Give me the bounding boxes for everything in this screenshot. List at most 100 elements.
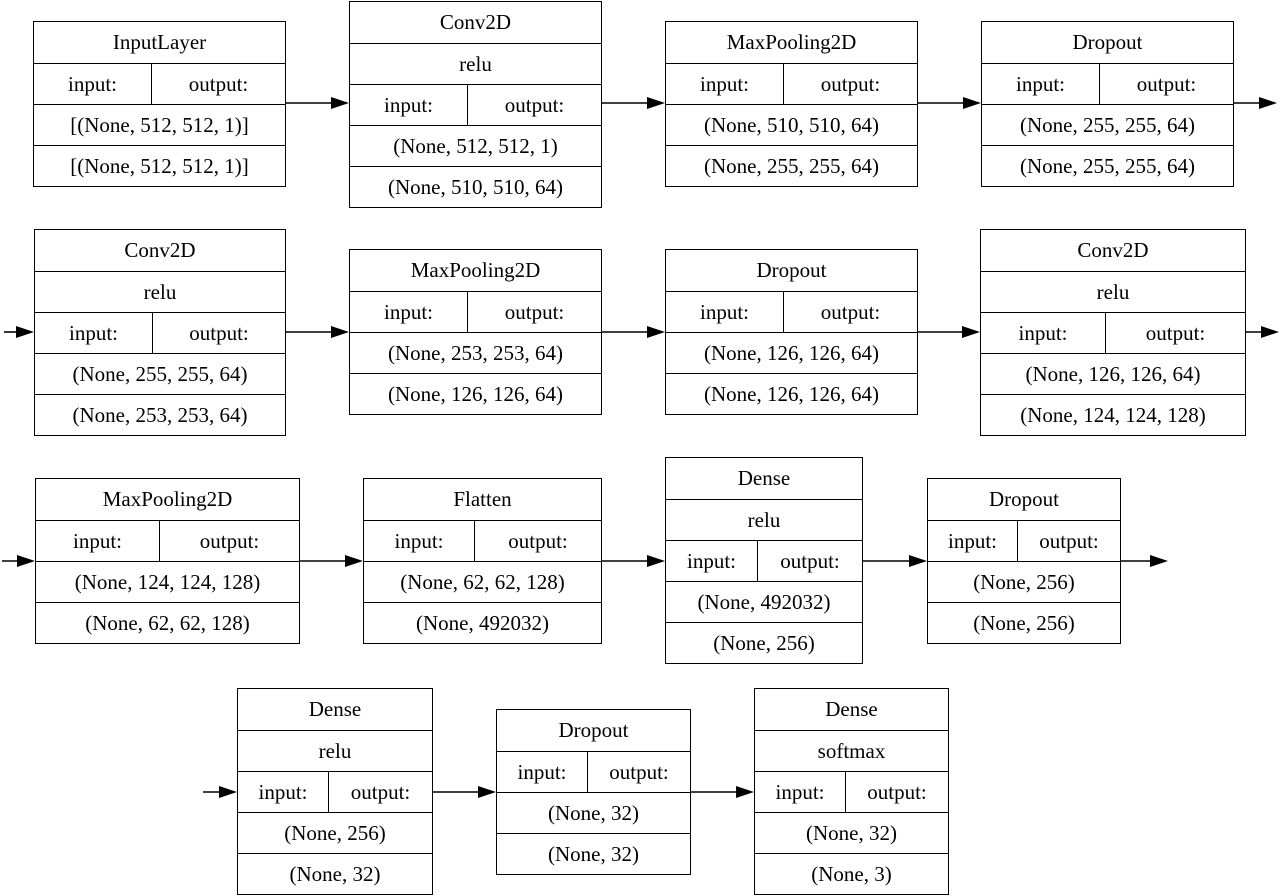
output-shape: (None, 256)	[928, 602, 1120, 643]
io-header: input: output:	[350, 291, 601, 332]
io-header: input: output:	[364, 520, 601, 561]
input-shape: (None, 126, 126, 64)	[981, 353, 1245, 394]
arrowhead-icon	[647, 555, 665, 567]
layer-node-conv2d-1: Conv2D relu input: output: (None, 512, 5…	[349, 1, 602, 208]
connector-arrow	[203, 786, 237, 798]
layer-node-dense-1: Dense relu input: output: (None, 492032)…	[665, 457, 863, 664]
connector-arrow	[433, 786, 496, 798]
arrowhead-icon	[647, 326, 665, 338]
input-shape: (None, 253, 253, 64)	[350, 332, 601, 373]
layer-node-flatten: Flatten input: output: (None, 62, 62, 12…	[363, 478, 602, 644]
input-shape: (None, 492032)	[666, 581, 862, 622]
output-shape: (None, 253, 253, 64)	[35, 394, 285, 435]
output-shape: (None, 492032)	[364, 602, 601, 643]
arrowhead-icon	[17, 555, 35, 567]
output-label: output:	[504, 299, 565, 324]
arrowhead-icon	[736, 786, 754, 798]
io-header: input: output:	[981, 312, 1245, 353]
connector-arrow	[863, 555, 927, 567]
layer-activation: relu	[981, 271, 1245, 312]
layer-activation: relu	[238, 730, 432, 771]
arrowhead-icon	[331, 326, 349, 338]
output-shape: [(None, 512, 512, 1)]	[34, 145, 285, 186]
input-label: input:	[34, 64, 152, 104]
input-label: input:	[982, 64, 1100, 104]
arrowhead-icon	[478, 786, 496, 798]
layer-node-dense-2: Dense relu input: output: (None, 256) (N…	[237, 688, 433, 895]
input-label: input:	[238, 772, 329, 812]
layer-name: Conv2D	[439, 10, 512, 34]
output-shape: (None, 256)	[666, 622, 862, 663]
connector-arrow	[1246, 326, 1279, 338]
input-label: input:	[364, 521, 475, 561]
io-header: input: output:	[497, 751, 690, 792]
input-shape: (None, 510, 510, 64)	[666, 104, 917, 145]
arrowhead-icon	[331, 97, 349, 109]
output-label: output:	[867, 779, 927, 804]
layer-node-dropout-2: Dropout input: output: (None, 126, 126, …	[665, 249, 918, 415]
io-header: input: output:	[350, 84, 601, 125]
layer-node-maxpooling2d-1: MaxPooling2D input: output: (None, 510, …	[665, 21, 918, 187]
io-header: input: output:	[928, 520, 1120, 561]
io-header: input: output:	[666, 291, 917, 332]
layer-activation: relu	[35, 271, 285, 312]
layer-name: MaxPooling2D	[726, 30, 857, 54]
connector-arrow	[2, 555, 35, 567]
output-shape: (None, 32)	[238, 853, 432, 894]
io-header: input: output:	[666, 540, 862, 581]
output-label: output:	[820, 71, 881, 96]
input-shape: [(None, 512, 512, 1)]	[34, 104, 285, 145]
input-label: input:	[350, 292, 468, 332]
output-shape: (None, 510, 510, 64)	[350, 166, 601, 207]
output-shape: (None, 32)	[497, 833, 690, 874]
layer-name: Dense	[737, 466, 791, 490]
connector-arrow	[602, 326, 665, 338]
connector-arrow	[691, 786, 754, 798]
arrowhead-icon	[1261, 326, 1279, 338]
arrowhead-icon	[909, 555, 927, 567]
arrowhead-icon	[345, 555, 363, 567]
input-label: input:	[755, 772, 846, 812]
output-label: output:	[1136, 71, 1197, 96]
input-shape: (None, 256)	[928, 561, 1120, 602]
output-label: output:	[820, 299, 881, 324]
output-label: output:	[189, 320, 249, 345]
layer-name: Dropout	[989, 487, 1059, 511]
input-label: input:	[666, 541, 758, 581]
output-label: output:	[609, 759, 669, 784]
layer-node-conv2d-3: Conv2D relu input: output: (None, 126, 1…	[980, 229, 1246, 436]
layer-name: Dropout	[558, 718, 629, 742]
input-shape: (None, 512, 512, 1)	[350, 125, 601, 166]
input-shape: (None, 256)	[238, 812, 432, 853]
output-label: output:	[504, 92, 565, 117]
layer-name: MaxPooling2D	[102, 487, 233, 511]
input-label: input:	[981, 313, 1106, 353]
output-shape: (None, 126, 126, 64)	[350, 373, 601, 414]
input-shape: (None, 126, 126, 64)	[666, 332, 917, 373]
arrowhead-icon	[647, 97, 665, 109]
layer-name: Dense	[825, 697, 878, 721]
connector-arrow	[602, 97, 665, 109]
arrowhead-icon	[16, 326, 34, 338]
connector-arrow	[918, 326, 980, 338]
arrowhead-icon	[963, 97, 981, 109]
layer-name: Dropout	[1072, 30, 1143, 54]
connector-arrow	[286, 326, 349, 338]
layer-node-dense-3: Dense softmax input: output: (None, 32) …	[754, 688, 949, 895]
connector-arrow	[1121, 555, 1168, 567]
input-shape: (None, 32)	[497, 792, 690, 833]
io-header: input: output:	[666, 63, 917, 104]
layer-node-dropout-1: Dropout input: output: (None, 255, 255, …	[981, 21, 1234, 187]
input-label: input:	[928, 521, 1018, 561]
input-label: input:	[36, 521, 160, 561]
layer-node-maxpooling2d-2: MaxPooling2D input: output: (None, 253, …	[349, 249, 602, 415]
layer-name: Flatten	[453, 487, 512, 511]
layer-activation: softmax	[755, 730, 948, 771]
input-label: input:	[350, 85, 468, 125]
layer-name: Dropout	[756, 258, 827, 282]
connector-arrow	[918, 97, 981, 109]
connector-arrow	[286, 97, 349, 109]
input-shape: (None, 62, 62, 128)	[364, 561, 601, 602]
output-shape: (None, 62, 62, 128)	[36, 602, 299, 643]
